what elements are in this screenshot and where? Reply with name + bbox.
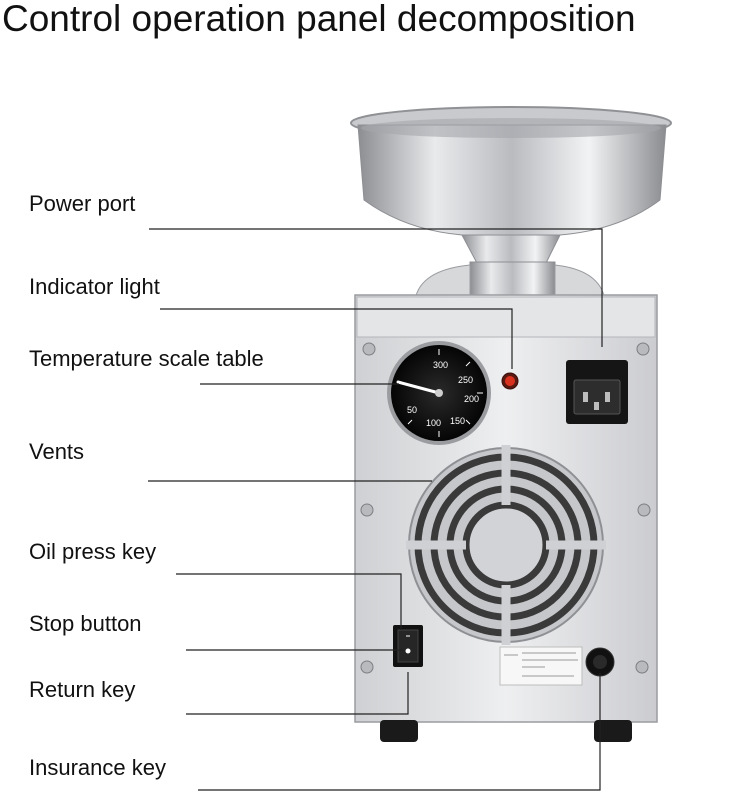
product-sticker (499, 646, 583, 686)
hopper (350, 106, 672, 301)
dial-tick-label: 200 (464, 394, 479, 404)
label-insurance-key: Insurance key (29, 755, 166, 780)
label-vents: Vents (29, 439, 85, 464)
label-stop-button: Stop button (29, 611, 142, 636)
indicator-light-icon (501, 372, 519, 390)
leader-lines (148, 228, 603, 791)
dial-tick-label: 50 (407, 405, 417, 415)
dial-needle-icon (396, 380, 441, 395)
label-return-key: Return key (29, 677, 136, 702)
dial-tick-label: 150 (450, 416, 465, 426)
page-title: Control operation panel decomposition (2, 0, 636, 39)
label-temperature-scale-table: Temperature scale table (29, 346, 264, 371)
vents-icon (406, 445, 606, 645)
label-power-port: Power port (29, 191, 136, 216)
dial-tick-label: 100 (426, 418, 441, 428)
rocker-switch-icon (393, 625, 423, 667)
dial-tick-label: 300 (433, 360, 448, 370)
label-indicator-light: Indicator light (29, 274, 160, 299)
power-port-icon (566, 360, 628, 424)
label-oil-press-key: Oil press key (29, 539, 157, 564)
fuse-holder-icon (585, 647, 615, 677)
dial-tick-label: 250 (458, 375, 473, 385)
temperature-dial: 300 250 200 150 100 50 (387, 341, 491, 445)
